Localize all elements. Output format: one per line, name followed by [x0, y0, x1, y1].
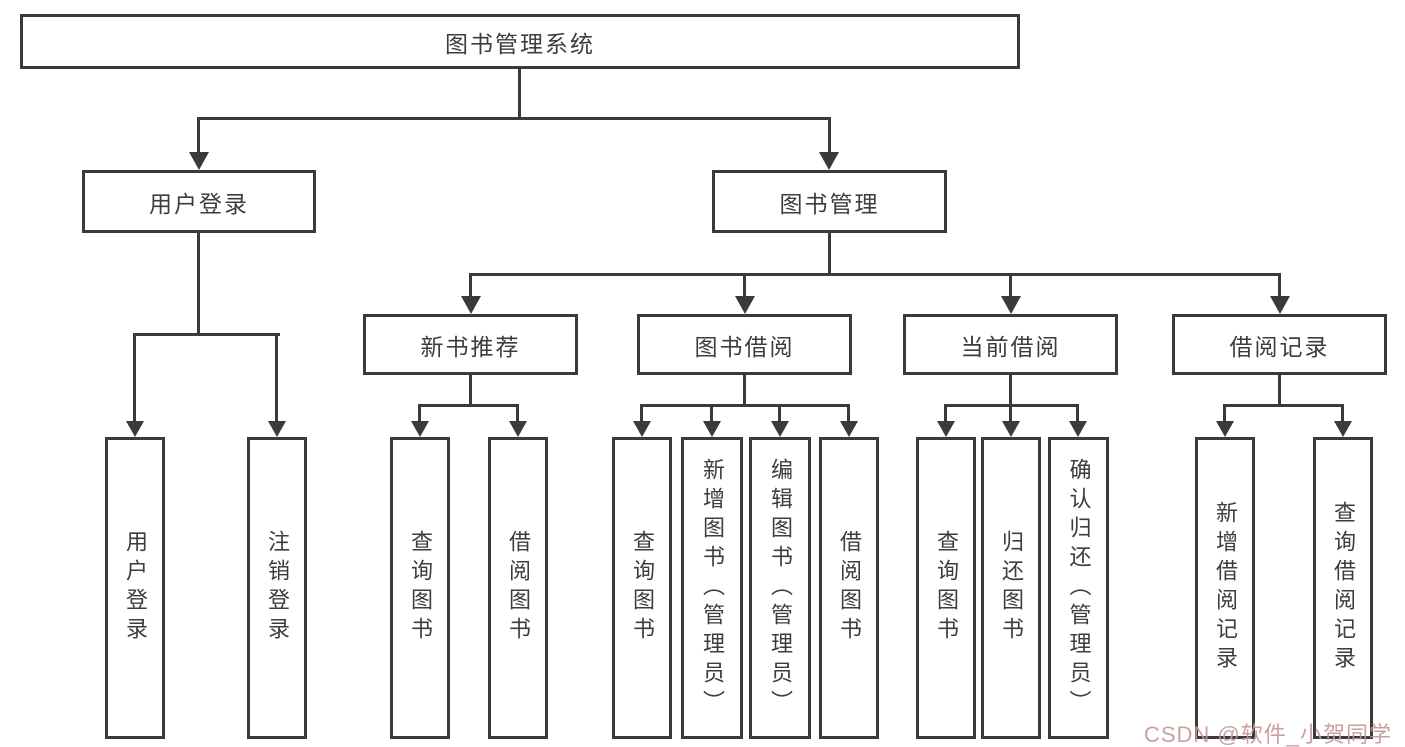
leaf-query-borrow-record-label: 查询借阅记录	[1331, 501, 1356, 675]
leaf-add-borrow-record-label: 新增借阅记录	[1213, 501, 1238, 675]
leaf-query-books-2-label: 查询图书	[630, 530, 655, 646]
connector-line	[197, 117, 200, 154]
node-borrowing-records-label: 借阅记录	[1229, 333, 1330, 360]
connector-line	[1009, 273, 1012, 298]
connector-line	[1341, 404, 1344, 422]
node-root-label: 图书管理系统	[445, 30, 595, 57]
arrow-down-icon	[1069, 421, 1087, 437]
node-new-book-recommend-label: 新书推荐	[420, 333, 521, 360]
connector-line	[640, 404, 643, 422]
connector-line	[847, 404, 850, 422]
connector-line	[828, 117, 831, 154]
connector-line	[1009, 404, 1012, 422]
connector-line	[516, 404, 519, 422]
arrow-down-icon	[189, 152, 209, 170]
connector-line	[1223, 404, 1344, 407]
connector-line	[418, 404, 421, 422]
connector-line	[743, 375, 746, 407]
arrow-down-icon	[1001, 296, 1021, 314]
arrow-down-icon	[126, 421, 144, 437]
leaf-add-borrow-record: 新增借阅记录	[1195, 437, 1255, 739]
node-new-book-recommend: 新书推荐	[363, 314, 578, 375]
connector-line	[828, 233, 831, 276]
leaf-return-books-label: 归还图书	[999, 530, 1024, 646]
connector-line	[469, 273, 472, 298]
arrow-down-icon	[1216, 421, 1234, 437]
arrow-down-icon	[461, 296, 481, 314]
leaf-borrow-books-2: 借阅图书	[819, 437, 879, 739]
connector-line	[197, 233, 200, 336]
connector-line	[197, 117, 831, 120]
node-current-borrowing-label: 当前借阅	[960, 333, 1061, 360]
leaf-logout: 注销登录	[247, 437, 307, 739]
arrow-down-icon	[771, 421, 789, 437]
connector-line	[778, 404, 781, 422]
leaf-return-books: 归还图书	[981, 437, 1041, 739]
leaf-query-books-1-label: 查询图书	[408, 530, 433, 646]
arrow-down-icon	[703, 421, 721, 437]
connector-line	[710, 404, 713, 422]
leaf-logout-label: 注销登录	[265, 530, 290, 646]
arrow-down-icon	[1002, 421, 1020, 437]
node-book-borrowing: 图书借阅	[637, 314, 852, 375]
node-book-borrowing-label: 图书借阅	[694, 333, 795, 360]
connector-line	[1278, 375, 1281, 407]
arrow-down-icon	[509, 421, 527, 437]
connector-line	[1278, 273, 1281, 298]
connector-line	[1223, 404, 1226, 422]
leaf-user-login-label: 用户登录	[123, 530, 148, 646]
arrow-down-icon	[735, 296, 755, 314]
arrow-down-icon	[819, 152, 839, 170]
node-book-management: 图书管理	[712, 170, 947, 233]
node-user-login: 用户登录	[82, 170, 316, 233]
connector-line	[275, 333, 278, 422]
leaf-edit-books-admin-label: 编辑图书（管理员）	[768, 457, 793, 719]
connector-line	[418, 404, 519, 407]
arrow-down-icon	[1334, 421, 1352, 437]
arrow-down-icon	[1270, 296, 1290, 314]
leaf-add-books-admin-label: 新增图书（管理员）	[700, 457, 725, 719]
leaf-query-books-2: 查询图书	[612, 437, 672, 739]
leaf-confirm-return-admin: 确认归还（管理员）	[1048, 437, 1109, 739]
arrow-down-icon	[937, 421, 955, 437]
node-user-login-label: 用户登录	[149, 190, 249, 217]
leaf-borrow-books-1: 借阅图书	[488, 437, 548, 739]
arrow-down-icon	[840, 421, 858, 437]
connector-line	[518, 69, 521, 120]
connector-line	[743, 273, 746, 298]
leaf-query-books-3-label: 查询图书	[934, 530, 959, 646]
leaf-borrow-books-1-label: 借阅图书	[506, 530, 531, 646]
node-borrowing-records: 借阅记录	[1172, 314, 1387, 375]
leaf-query-books-1: 查询图书	[390, 437, 450, 739]
leaf-query-books-3: 查询图书	[916, 437, 976, 739]
arrow-down-icon	[268, 421, 286, 437]
connector-line	[640, 404, 850, 407]
leaf-edit-books-admin: 编辑图书（管理员）	[749, 437, 811, 739]
node-current-borrowing: 当前借阅	[903, 314, 1118, 375]
connector-line	[133, 333, 280, 336]
watermark: CSDN @软件_小贺同学	[1143, 722, 1392, 747]
connector-line	[944, 404, 947, 422]
leaf-borrow-books-2-label: 借阅图书	[837, 530, 862, 646]
leaf-confirm-return-admin-label: 确认归还（管理员）	[1066, 457, 1092, 719]
node-book-management-label: 图书管理	[779, 190, 880, 217]
connector-line	[1009, 375, 1012, 407]
leaf-add-books-admin: 新增图书（管理员）	[681, 437, 743, 739]
connector-line	[469, 375, 472, 407]
arrow-down-icon	[411, 421, 429, 437]
node-root: 图书管理系统	[20, 14, 1020, 69]
connector-line	[469, 273, 1281, 276]
connector-line	[1076, 404, 1079, 422]
leaf-user-login: 用户登录	[105, 437, 165, 739]
arrow-down-icon	[633, 421, 651, 437]
connector-line	[133, 333, 136, 422]
leaf-query-borrow-record: 查询借阅记录	[1313, 437, 1373, 739]
